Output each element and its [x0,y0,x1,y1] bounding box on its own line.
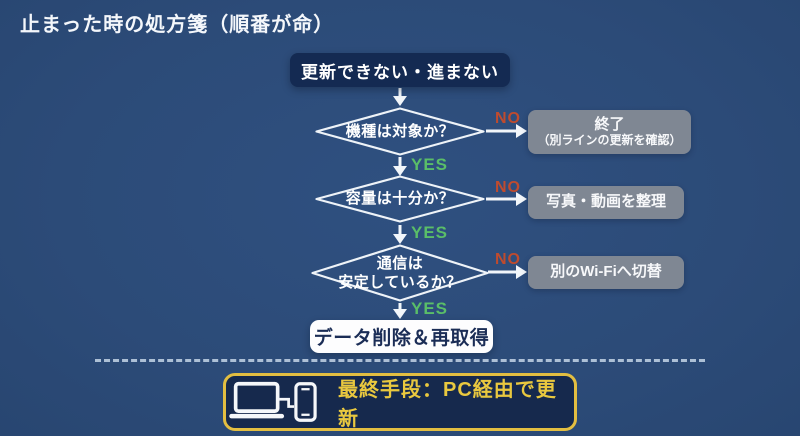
start-node: 更新できない・進まない [290,53,510,87]
decision-device-supported: 機種は対象か？ [315,107,485,156]
arrowhead-down-icon [393,309,407,319]
decision-network-stable: 通信は 安定しているか？ [311,244,489,302]
action-organize-media: 写真・動画を整理 [528,186,684,219]
action-label: 別のWi-Fiへ切替 [550,263,662,281]
no-branch-label: NO [495,110,521,127]
result-node: データ削除＆再取得 [310,320,493,353]
diamond-shape [315,175,485,223]
start-node-label: 更新できない・進まない [301,62,499,82]
decision-question: 機種は対象か？ [345,122,455,140]
page-title: 止まった時の処方箋（順番が命） [20,14,335,36]
action-sublabel: （別ラインの更新を確認） [537,133,682,148]
no-branch-label: NO [495,179,521,196]
decision-question: 容量は十分か？ [345,190,455,208]
action-switch-wifi: 別のWi-Fiへ切替 [528,256,684,289]
last-resort-label: 最終手段：PC経由で更新 [338,379,557,430]
yes-branch-label: YES [411,155,449,174]
decision-question-line2: 安定しているか？ [338,274,462,291]
arrowhead-down-icon [393,96,407,106]
yes-branch-label: YES [411,299,449,318]
yes-branch-label: YES [411,223,449,242]
diamond-shape [311,244,489,302]
arrowhead-down-icon [393,234,407,244]
laptop-and-phone-icon [229,381,317,422]
decision-question: 通信は 安定しているか？ [338,254,462,293]
decision-storage-enough: 容量は十分か？ [315,175,485,223]
last-resort-banner: 最終手段：PC経由で更新 [223,373,577,431]
result-node-label: データ削除＆再取得 [313,328,490,349]
decision-question-line1: 通信は [376,254,424,272]
action-label: 終了 [594,115,625,133]
no-branch-label: NO [495,251,521,268]
action-label: 写真・動画を整理 [545,193,666,211]
diamond-shape [315,107,485,156]
dashed-divider [95,359,705,362]
action-end: 終了 （別ラインの更新を確認） [528,110,691,154]
